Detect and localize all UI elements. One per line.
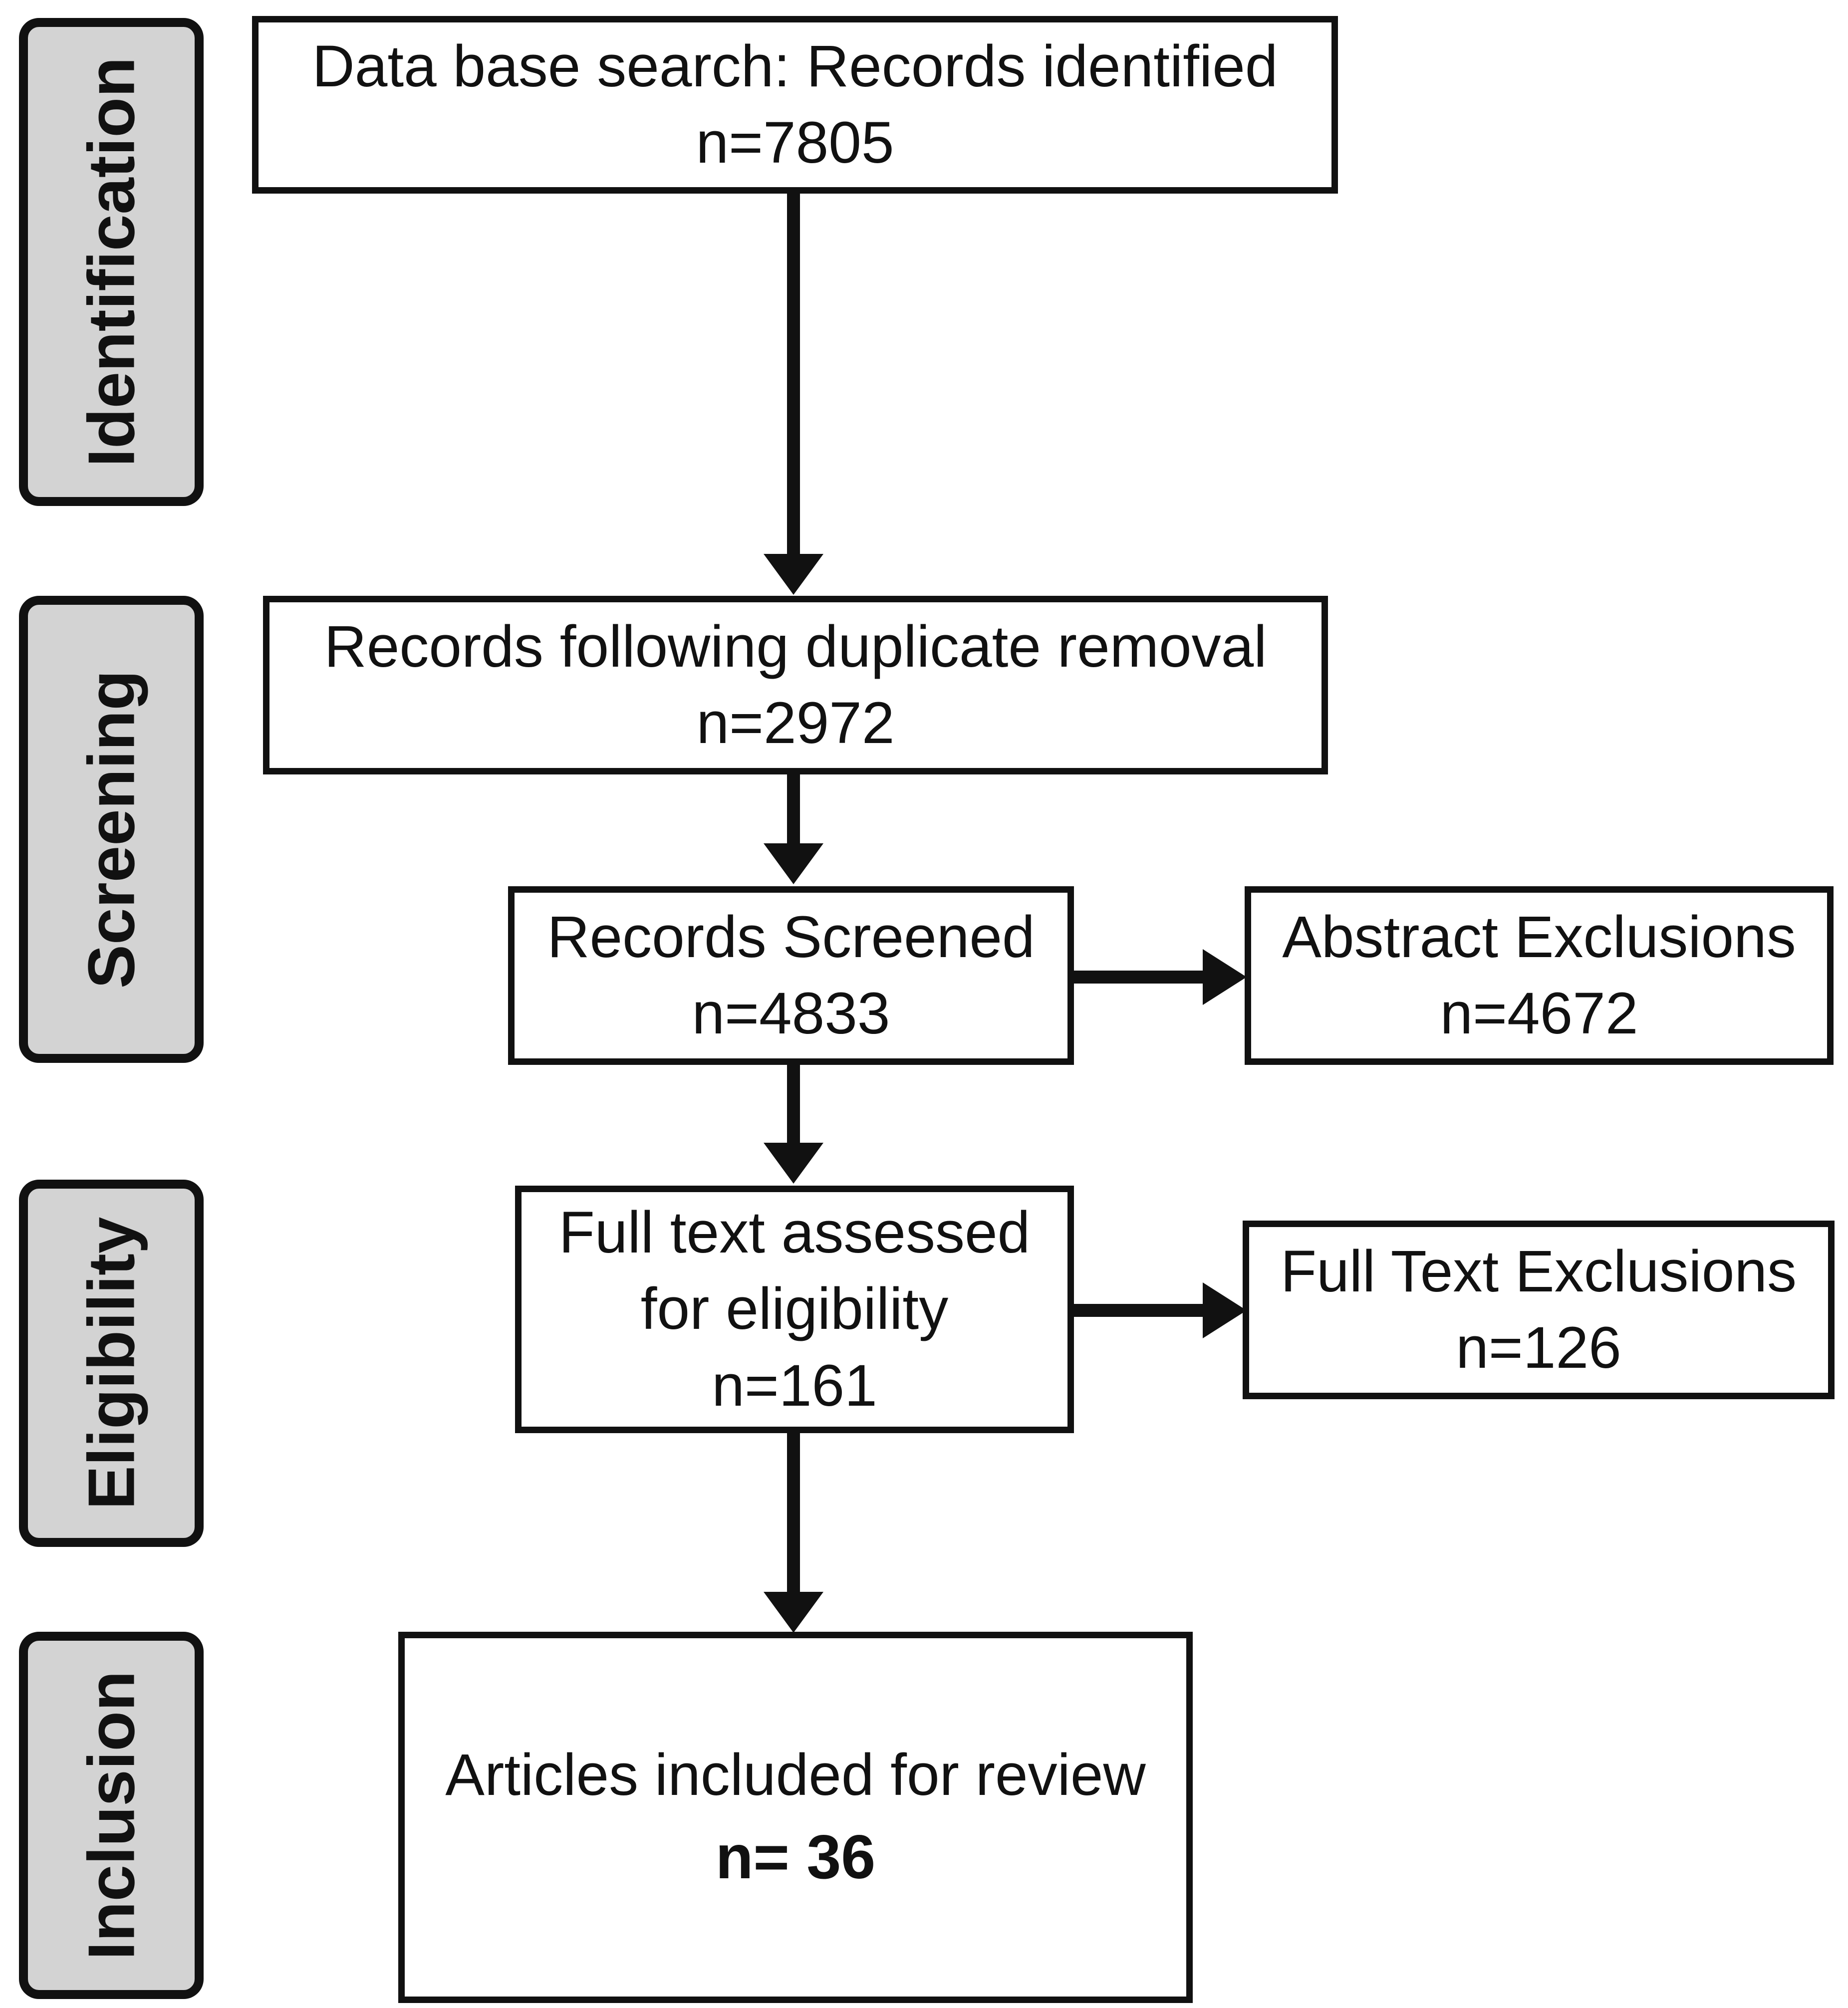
box-full-text-assessed-title-line2: for eligibility [640, 1276, 949, 1342]
box-records-screened: Records Screened n=4833 [508, 886, 1074, 1065]
box-database-search-count: n=7805 [696, 110, 894, 176]
box-records-screened-count: n=4833 [692, 981, 890, 1046]
box-abstract-exclusions-count: n=4672 [1440, 981, 1638, 1046]
box-articles-included-title: Articles included for review [445, 1742, 1146, 1808]
box-full-text-exclusions: Full Text Exclusions n=126 [1243, 1221, 1835, 1399]
arrow-head-screened-to-fulltext [764, 1143, 823, 1184]
arrow-head-fulltext-to-included [764, 1592, 823, 1633]
box-duplicate-removal: Records following duplicate removal n=29… [263, 596, 1328, 774]
box-duplicate-removal-title: Records following duplicate removal [324, 613, 1267, 680]
arrow-head-search-to-dedup [764, 554, 823, 595]
box-duplicate-removal-count: n=2972 [696, 690, 895, 756]
box-articles-included-count: n= 36 [715, 1823, 876, 1892]
box-records-screened-title: Records Screened [547, 904, 1035, 970]
box-full-text-assessed: Full text assessed for eligibility n=161 [515, 1186, 1074, 1433]
box-full-text-exclusions-count: n=126 [1456, 1315, 1621, 1381]
stage-eligibility: Eligibility [19, 1180, 204, 1547]
stage-inclusion: Inclusion [19, 1632, 204, 1999]
box-abstract-exclusions-title: Abstract Exclusions [1282, 904, 1796, 970]
box-full-text-assessed-count: n=161 [712, 1352, 877, 1419]
stage-identification: Identification [19, 18, 204, 506]
box-database-search-title: Data base search: Records identified [312, 33, 1278, 99]
arrow-head-fulltext-to-fulltext-exclusions [1203, 1282, 1247, 1338]
stage-screening: Screening [19, 596, 204, 1063]
box-abstract-exclusions: Abstract Exclusions n=4672 [1245, 886, 1834, 1065]
box-full-text-exclusions-title: Full Text Exclusions [1281, 1238, 1797, 1304]
arrow-head-dedup-to-screened [764, 843, 823, 884]
box-articles-included: Articles included for review n= 36 [398, 1632, 1193, 2003]
arrow-head-screened-to-abstract-exclusions [1203, 949, 1247, 1005]
box-database-search: Data base search: Records identified n=7… [252, 16, 1338, 194]
box-full-text-assessed-title-line1: Full text assessed [558, 1199, 1031, 1265]
